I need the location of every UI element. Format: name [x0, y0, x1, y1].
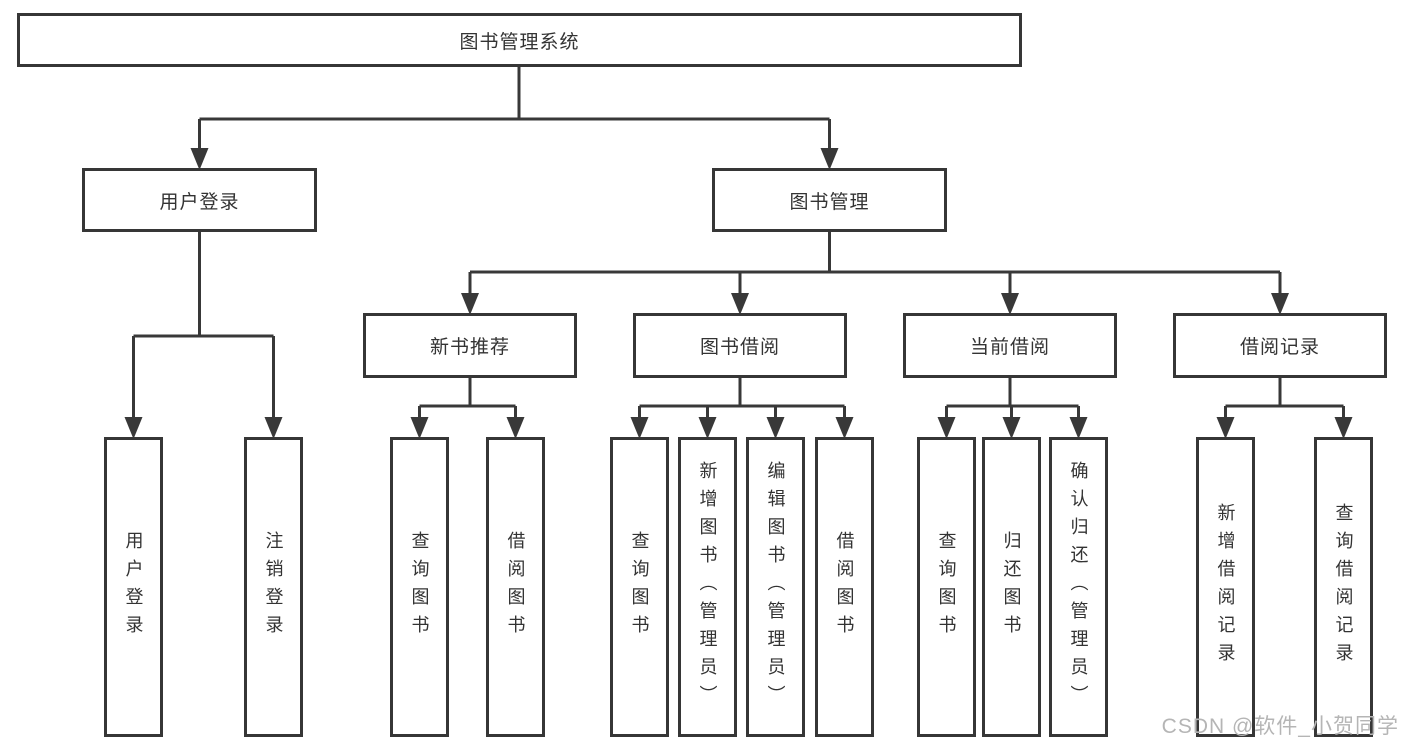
leaf-recommend-borrow-books: 借阅图书 — [486, 437, 545, 737]
leaf-label: 用户登录 — [123, 531, 144, 643]
arrowhead-icon — [190, 148, 209, 170]
leaf-label: 编辑图书（管理员） — [765, 461, 786, 713]
arrowhead-icon — [1002, 417, 1021, 439]
arrowhead-icon — [731, 293, 749, 315]
arrowhead-icon — [264, 417, 283, 439]
arrowhead-icon — [698, 417, 717, 439]
leaf-current-query-books: 查询图书 — [917, 437, 976, 737]
node-current-borrowing: 当前借阅 — [903, 313, 1117, 378]
leaf-logout: 注销登录 — [244, 437, 303, 737]
arrowhead-icon — [630, 417, 649, 439]
arrowhead-icon — [835, 417, 854, 439]
leaf-label: 查询图书 — [936, 531, 957, 643]
arrowhead-icon — [410, 417, 429, 439]
arrowhead-icon — [1001, 293, 1019, 315]
leaf-records-query-borrow-record: 查询借阅记录 — [1314, 437, 1373, 737]
csdn-watermark: CSDN @软件_小贺同学 — [1161, 715, 1399, 738]
leaf-label: 查询图书 — [629, 531, 650, 643]
leaf-borrowing-add-books-admin: 新增图书（管理员） — [678, 437, 737, 737]
node-new-book-recommendation: 新书推荐 — [363, 313, 577, 378]
arrowhead-icon — [820, 148, 839, 170]
node-borrowing-records: 借阅记录 — [1173, 313, 1387, 378]
leaf-label: 新增借阅记录 — [1215, 503, 1236, 671]
leaf-borrowing-query-books: 查询图书 — [610, 437, 669, 737]
arrowhead-icon — [1334, 417, 1353, 439]
leaf-label: 归还图书 — [1001, 531, 1022, 643]
arrowhead-icon — [1271, 293, 1289, 315]
leaf-label: 借阅图书 — [505, 531, 526, 643]
leaf-label: 查询借阅记录 — [1333, 503, 1354, 671]
node-user-login: 用户登录 — [82, 168, 317, 232]
arrowhead-icon — [1069, 417, 1088, 439]
leaf-user-login: 用户登录 — [104, 437, 163, 737]
leaf-label: 新增图书（管理员） — [697, 461, 718, 713]
leaf-label: 确认归还（管理员） — [1068, 461, 1089, 713]
arrowhead-icon — [506, 417, 525, 439]
leaf-label: 查询图书 — [409, 531, 430, 643]
arrowhead-icon — [766, 417, 785, 439]
node-library-management-system: 图书管理系统 — [17, 13, 1022, 67]
leaf-borrowing-edit-books-admin: 编辑图书（管理员） — [746, 437, 805, 737]
leaf-label: 借阅图书 — [834, 531, 855, 643]
leaf-borrowing-borrow-books: 借阅图书 — [815, 437, 874, 737]
leaf-label: 注销登录 — [263, 531, 284, 643]
arrowhead-icon — [937, 417, 956, 439]
arrowhead-icon — [461, 293, 479, 315]
leaf-recommend-query-books: 查询图书 — [390, 437, 449, 737]
arrowhead-icon — [1216, 417, 1235, 439]
leaf-current-confirm-return-admin: 确认归还（管理员） — [1049, 437, 1108, 737]
node-book-borrowing: 图书借阅 — [633, 313, 847, 378]
node-book-management: 图书管理 — [712, 168, 947, 232]
leaf-records-add-borrow-record: 新增借阅记录 — [1196, 437, 1255, 737]
leaf-current-return-books: 归还图书 — [982, 437, 1041, 737]
arrowhead-icon — [124, 417, 143, 439]
